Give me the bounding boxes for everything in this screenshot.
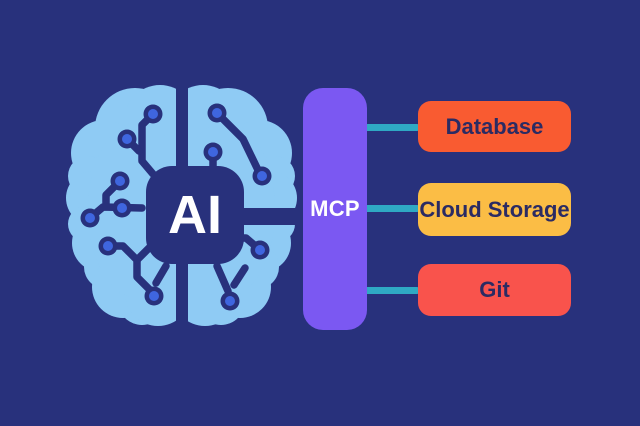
- connector-line-cloud-storage: [358, 205, 420, 212]
- target-box-git: Git: [418, 264, 571, 316]
- target-label-database: Database: [445, 113, 544, 139]
- mcp-hub-label: MCP: [310, 196, 360, 221]
- target-label-cloud-storage: Cloud Storage: [419, 196, 570, 222]
- target-box-database: Database: [418, 101, 571, 152]
- connector-line-database: [358, 124, 420, 131]
- ai-chip-label: AI: [168, 185, 222, 245]
- chip-connector-stub: [240, 208, 298, 225]
- connector-line-git: [358, 287, 420, 294]
- target-box-cloud-storage: Cloud Storage: [418, 183, 571, 236]
- mcp-hub: MCP: [303, 88, 367, 330]
- target-label-git: Git: [479, 277, 510, 302]
- ai-chip: [146, 166, 244, 264]
- circuit-nodes: [80, 103, 272, 311]
